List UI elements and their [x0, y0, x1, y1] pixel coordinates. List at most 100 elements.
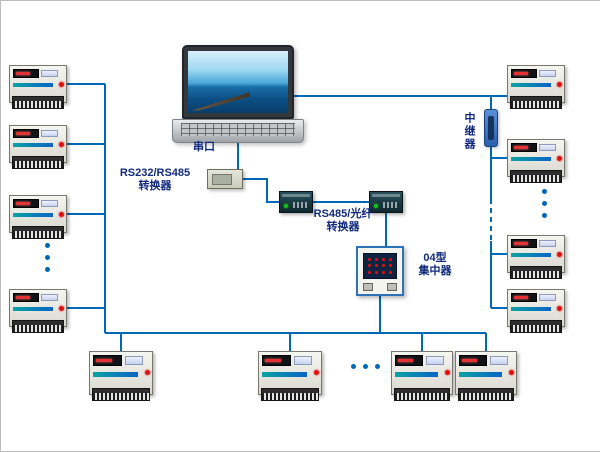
device-label-sticker — [539, 69, 557, 77]
device-display — [262, 355, 291, 367]
indicator-led-icon — [368, 257, 371, 261]
device-color-strip — [12, 307, 54, 312]
device-label-sticker — [124, 356, 144, 365]
device-unit — [9, 65, 67, 109]
concentrator-label: 04型 集中器 — [408, 252, 462, 278]
ellipsis-dot — [542, 213, 547, 218]
repeater — [484, 109, 498, 147]
device-display-digits — [15, 72, 31, 75]
device-color-strip — [459, 372, 503, 377]
device-color-strip — [12, 83, 54, 88]
indicator-led-icon — [389, 264, 392, 268]
indicator-led-icon — [382, 257, 385, 261]
ellipsis-dot — [45, 255, 50, 260]
device-label-sticker — [539, 239, 557, 247]
device-label-sticker — [539, 293, 557, 301]
device-display — [395, 355, 423, 367]
laptop-keyboard — [172, 119, 304, 143]
terminal-strip — [92, 388, 150, 401]
device-color-strip — [93, 372, 138, 377]
laptop-screen — [182, 45, 294, 119]
device-color-strip — [510, 157, 552, 162]
terminal-strip — [510, 170, 562, 183]
terminal-strip — [12, 226, 64, 239]
device-color-strip — [395, 372, 439, 377]
rs232-converter-label-line2: 转换器 — [138, 179, 172, 192]
fiber-converter-right — [369, 191, 403, 213]
device-unit — [507, 289, 565, 333]
device-display-digits — [513, 72, 529, 75]
more-devices-ellipsis-right — [542, 189, 547, 218]
indicator-led-icon — [382, 264, 385, 268]
fiber-port-marks — [293, 202, 309, 208]
device-display-digits — [462, 359, 478, 363]
device-led-icon — [144, 370, 150, 376]
indicator-led-icon — [368, 271, 371, 275]
wire — [243, 178, 279, 203]
device-display — [510, 68, 537, 79]
ellipsis-dot — [351, 364, 356, 369]
indicator-led-icon — [389, 271, 392, 275]
device-label-sticker — [489, 356, 508, 365]
terminal-strip — [510, 266, 562, 279]
fiber-converter-label-line2: 转换器 — [326, 220, 360, 233]
ellipsis-dot — [45, 243, 50, 248]
device-label-sticker — [293, 356, 313, 365]
device-led-icon — [58, 141, 64, 147]
fiber-converter-left — [279, 191, 313, 213]
device-unit — [9, 195, 67, 239]
terminal-strip — [12, 320, 64, 333]
terminal-strip — [510, 96, 562, 109]
terminal-strip — [12, 156, 64, 169]
ellipsis-dot — [542, 201, 547, 206]
fiber-port-marks — [383, 202, 399, 208]
laptop-wallpaper — [188, 51, 288, 113]
terminal-strip — [261, 388, 319, 401]
device-unit — [391, 351, 453, 401]
indicator-led-icon — [375, 257, 378, 261]
device-display-digits — [15, 202, 31, 205]
ellipsis-dot — [375, 364, 380, 369]
device-led-icon — [556, 81, 562, 87]
ellipsis-dot — [542, 189, 547, 194]
device-unit — [9, 289, 67, 333]
rs232-converter-label-line1: RS232/RS485 — [119, 167, 191, 179]
device-display — [510, 292, 537, 303]
fiber-led-icon — [374, 204, 378, 208]
concentrator-panel — [363, 253, 397, 279]
device-display — [93, 355, 122, 367]
more-devices-ellipsis-left — [45, 243, 50, 272]
device-unit — [507, 235, 565, 279]
device-display — [12, 292, 39, 303]
rs232-rs485-converter — [207, 169, 243, 189]
fiber-led-icon — [284, 204, 288, 208]
device-color-strip — [12, 213, 54, 218]
device-color-strip — [510, 83, 552, 88]
repeater-label: 中继器 — [462, 111, 475, 151]
serial-port-label: 串口 — [193, 141, 215, 153]
indicator-led-icon — [375, 271, 378, 275]
device-unit — [455, 351, 517, 401]
fiber-converter-label-line1: RS485/光纤 — [313, 208, 373, 220]
device-led-icon — [556, 251, 562, 257]
laptop-keys — [181, 123, 295, 136]
concentrator-label-line2: 集中器 — [418, 264, 452, 277]
device-led-icon — [58, 81, 64, 87]
indicator-led-icon — [389, 257, 392, 261]
terminal-strip — [394, 388, 450, 401]
terminal-strip — [12, 96, 64, 109]
device-display — [12, 128, 39, 139]
device-display-digits — [513, 296, 529, 299]
device-display — [510, 142, 537, 153]
device-led-icon — [556, 155, 562, 161]
device-label-sticker — [41, 199, 59, 207]
device-display-digits — [15, 132, 31, 135]
device-display-digits — [513, 146, 529, 149]
device-display — [459, 355, 487, 367]
device-label-sticker — [425, 356, 444, 365]
device-led-icon — [444, 370, 450, 376]
indicator-led-icon — [382, 271, 385, 275]
terminal-strip — [510, 320, 562, 333]
device-color-strip — [510, 253, 552, 258]
